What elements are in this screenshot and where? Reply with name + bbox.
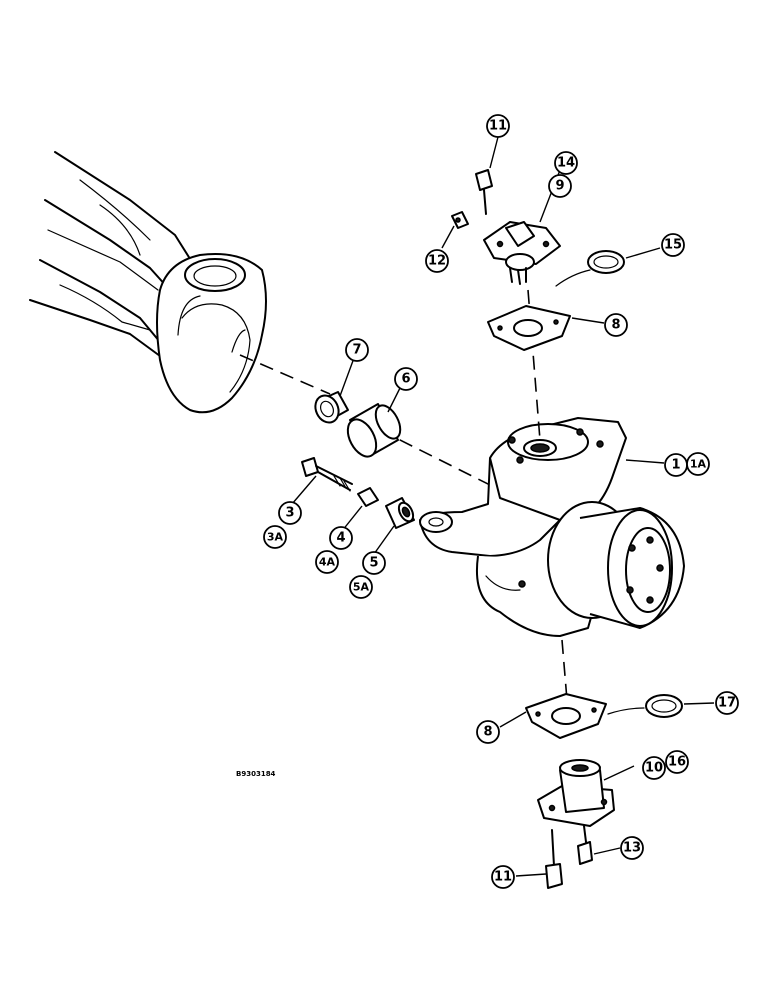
- king-pin-cap-part-9: [483, 221, 561, 285]
- callout-4A: 4A: [315, 550, 339, 574]
- gasket-part-8-top: [487, 305, 571, 351]
- svg-text:4A: 4A: [319, 556, 336, 569]
- steering-knuckle-part-1: [419, 417, 685, 637]
- svg-text:1A: 1A: [690, 458, 707, 471]
- king-pin-part-10: [537, 759, 615, 827]
- callout-14: 14: [554, 151, 578, 175]
- callout-3A: 3A: [263, 525, 287, 549]
- svg-text:11: 11: [494, 870, 512, 885]
- svg-text:12: 12: [428, 254, 446, 269]
- svg-text:11: 11: [489, 119, 507, 134]
- callout-8-top: 8: [604, 313, 628, 337]
- assembly-center-line: [239, 354, 501, 491]
- grease-fitting-part-12: [451, 211, 469, 229]
- callout-5A: 5A: [349, 575, 373, 599]
- svg-text:3: 3: [285, 506, 294, 521]
- callout-6: 6: [394, 367, 418, 391]
- callout-4: 4: [329, 526, 353, 550]
- callout-5: 5: [362, 551, 386, 575]
- gasket-part-8-bottom: [525, 693, 607, 739]
- svg-text:7: 7: [352, 343, 361, 358]
- shim-part-17: [607, 694, 683, 718]
- grease-fitting-part-13: [577, 825, 593, 865]
- callout-11-top: 11: [486, 114, 510, 138]
- seal-part-7: [314, 391, 349, 424]
- svg-text:10: 10: [645, 761, 663, 776]
- callout-15: 15: [661, 233, 685, 257]
- callout-13: 13: [620, 836, 644, 860]
- callout-1: 1: [664, 453, 688, 477]
- axle-beam: [29, 151, 267, 414]
- callout-3: 3: [278, 501, 302, 525]
- king-pin-axis-lower: [561, 639, 569, 713]
- callout-1A: 1A: [686, 452, 710, 476]
- bolt-part-11-bottom: [545, 829, 563, 889]
- svg-text:17: 17: [718, 696, 736, 711]
- svg-text:14: 14: [557, 156, 575, 171]
- callout-17: 17: [715, 691, 739, 715]
- svg-text:15: 15: [664, 238, 682, 253]
- callout-10: 10: [642, 756, 666, 780]
- bolt-part-3: [301, 457, 353, 492]
- svg-text:16: 16: [668, 755, 686, 770]
- callout-12: 12: [425, 249, 449, 273]
- svg-text:8: 8: [483, 725, 492, 740]
- callout-11-bottom: 11: [491, 865, 515, 889]
- svg-text:9: 9: [555, 179, 564, 194]
- bolt-part-11-top: [475, 169, 493, 215]
- spacer-part-4: [357, 487, 379, 507]
- bushing-part-6: [346, 403, 402, 458]
- callout-7: 7: [345, 338, 369, 362]
- svg-text:6: 6: [401, 372, 410, 387]
- svg-text:3A: 3A: [267, 531, 284, 544]
- svg-text:4: 4: [336, 531, 345, 546]
- svg-text:5A: 5A: [353, 581, 370, 594]
- callout-8-bottom: 8: [476, 720, 500, 744]
- callout-16: 16: [665, 750, 689, 774]
- svg-text:13: 13: [623, 841, 641, 856]
- svg-text:1: 1: [671, 458, 680, 473]
- svg-text:5: 5: [369, 556, 378, 571]
- shim-part-15: [555, 250, 625, 287]
- svg-text:8: 8: [611, 318, 620, 333]
- nut-part-5: [385, 497, 415, 529]
- drawing-id: B9303184: [236, 770, 276, 778]
- callout-9: 9: [548, 174, 572, 198]
